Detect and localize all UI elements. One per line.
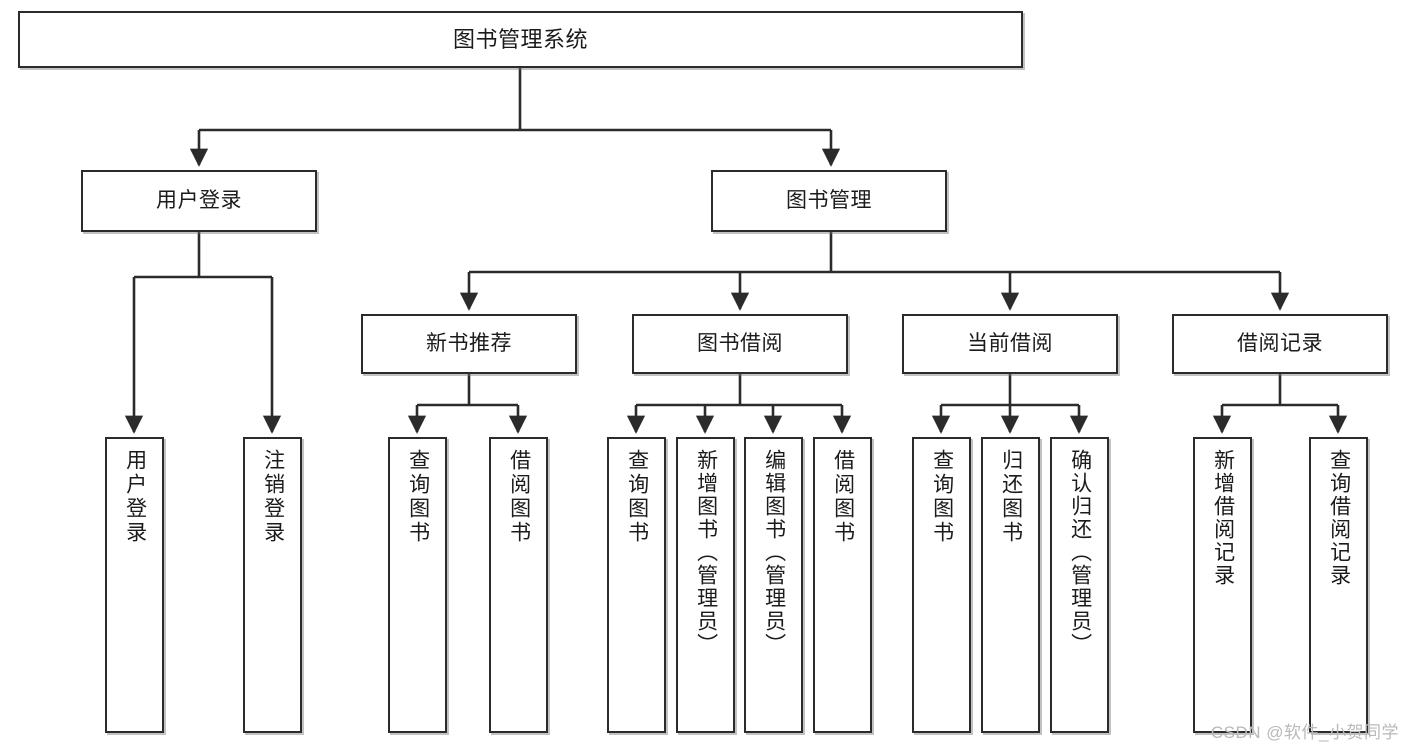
node-leaf-add-book[interactable]: 新增图书（管理员）: [676, 437, 735, 733]
node-leaf-query-book-1[interactable]: 查询图书: [388, 437, 447, 733]
node-label: 查询图书: [930, 449, 954, 545]
node-user-login[interactable]: 用户登录: [81, 170, 317, 232]
node-leaf-user-login[interactable]: 用户登录: [105, 437, 164, 733]
node-label: 图书管理: [786, 188, 872, 212]
node-leaf-return-book[interactable]: 归还图书: [981, 437, 1040, 733]
node-leaf-borrow-book-2[interactable]: 借阅图书: [813, 437, 872, 733]
node-label: 查询借阅记录: [1327, 449, 1351, 587]
node-label: 图书借阅: [697, 331, 783, 355]
node-label: 查询图书: [406, 449, 430, 545]
node-label: 归还图书: [999, 449, 1023, 545]
node-label: 新增借阅记录: [1211, 449, 1235, 587]
node-borrow-record[interactable]: 借阅记录: [1172, 314, 1388, 374]
node-label: 查询图书: [625, 449, 649, 545]
node-leaf-borrow-book-1[interactable]: 借阅图书: [489, 437, 548, 733]
node-leaf-query-record[interactable]: 查询借阅记录: [1309, 437, 1368, 733]
node-new-book-recommend[interactable]: 新书推荐: [361, 314, 577, 374]
node-leaf-edit-book[interactable]: 编辑图书（管理员）: [744, 437, 803, 733]
node-label: 用户登录: [123, 449, 147, 545]
node-root-book-management-system[interactable]: 图书管理系统: [18, 11, 1023, 68]
node-leaf-add-record[interactable]: 新增借阅记录: [1193, 437, 1252, 733]
node-leaf-logout-login[interactable]: 注销登录: [243, 437, 302, 733]
node-label: 注销登录: [261, 449, 285, 545]
node-current-borrow[interactable]: 当前借阅: [902, 314, 1118, 374]
node-label: 图书管理系统: [452, 26, 588, 52]
node-label: 编辑图书（管理员）: [762, 449, 786, 656]
node-label: 借阅图书: [507, 449, 531, 545]
node-label: 借阅图书: [831, 449, 855, 545]
node-book-management[interactable]: 图书管理: [711, 170, 947, 232]
node-label: 新增图书（管理员）: [694, 449, 718, 656]
node-book-borrow[interactable]: 图书借阅: [632, 314, 848, 374]
node-label: 新书推荐: [426, 331, 512, 355]
node-label: 当前借阅: [967, 331, 1053, 355]
node-leaf-confirm-return[interactable]: 确认归还（管理员）: [1050, 437, 1109, 733]
node-leaf-query-book-3[interactable]: 查询图书: [912, 437, 971, 733]
node-label: 借阅记录: [1237, 331, 1323, 355]
node-label: 用户登录: [156, 188, 242, 212]
watermark-text: CSDN @软件_小贺同学: [1210, 723, 1399, 742]
node-leaf-query-book-2[interactable]: 查询图书: [607, 437, 666, 733]
node-label: 确认归还（管理员）: [1068, 449, 1092, 656]
